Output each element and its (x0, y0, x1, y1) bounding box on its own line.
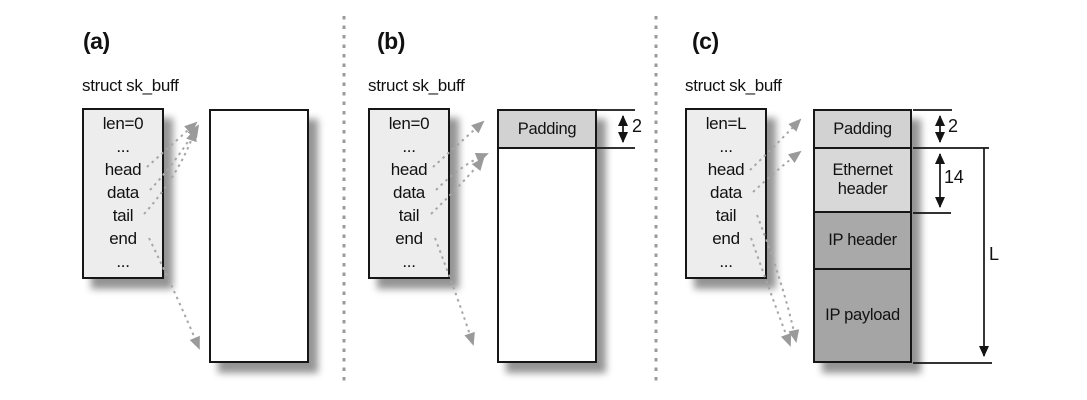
panel-a-label: (a) (83, 28, 110, 54)
struct-field-len: len=0 (102, 114, 144, 133)
struct-field-end: end (109, 229, 137, 248)
struct-field-ellipsis: ... (116, 252, 130, 271)
struct-field-data: data (710, 183, 742, 202)
struct-field-ellipsis: ... (402, 137, 416, 156)
ip-payload-section: IP payload (815, 270, 910, 361)
struct-field-data: data (107, 183, 139, 202)
struct-field-tail: tail (715, 206, 737, 225)
struct-field-tail: tail (398, 206, 420, 225)
panel-c-struct-box: len=L ... head data tail end ... (685, 108, 767, 279)
struct-field-tail: tail (112, 206, 134, 225)
struct-field-len: len=0 (388, 114, 430, 133)
panel-a-packet-buffer (209, 109, 309, 363)
panel-b-struct-title: struct sk_buff (368, 76, 465, 95)
panel-c-struct-title: struct sk_buff (685, 76, 782, 95)
ip-header-section: IP header (815, 213, 910, 270)
struct-field-ellipsis: ... (116, 137, 130, 156)
padding-size-label: 2 (632, 116, 642, 136)
struct-field-head: head (390, 160, 428, 179)
struct-field-end: end (712, 229, 740, 248)
struct-field-ellipsis: ... (402, 252, 416, 271)
padding-section: Padding (499, 111, 595, 149)
ethernet-size-label: 14 (944, 167, 964, 187)
panel-a-struct-title: struct sk_buff (82, 76, 179, 95)
struct-field-head: head (707, 160, 745, 179)
struct-field-ellipsis: ... (719, 137, 733, 156)
panel-c-label: (c) (692, 28, 719, 54)
struct-field-len: len=L (705, 114, 747, 133)
panel-b-packet-buffer: Padding (497, 109, 597, 363)
struct-field-head: head (104, 160, 142, 179)
ethernet-header-section: Ethernet header (815, 149, 910, 213)
padding-size-label: 2 (948, 116, 958, 136)
panel-c-packet-buffer: Padding Ethernet header IP header IP pay… (813, 109, 912, 363)
struct-field-data: data (393, 183, 425, 202)
total-length-label: L (989, 244, 999, 264)
struct-field-ellipsis: ... (719, 252, 733, 271)
panel-b-label: (b) (377, 28, 405, 54)
panel-a-struct-box: len=0 ... head data tail end ... (82, 108, 164, 279)
panel-b-struct-box: len=0 ... head data tail end ... (368, 108, 450, 279)
padding-section: Padding (815, 111, 910, 149)
struct-field-end: end (395, 229, 423, 248)
